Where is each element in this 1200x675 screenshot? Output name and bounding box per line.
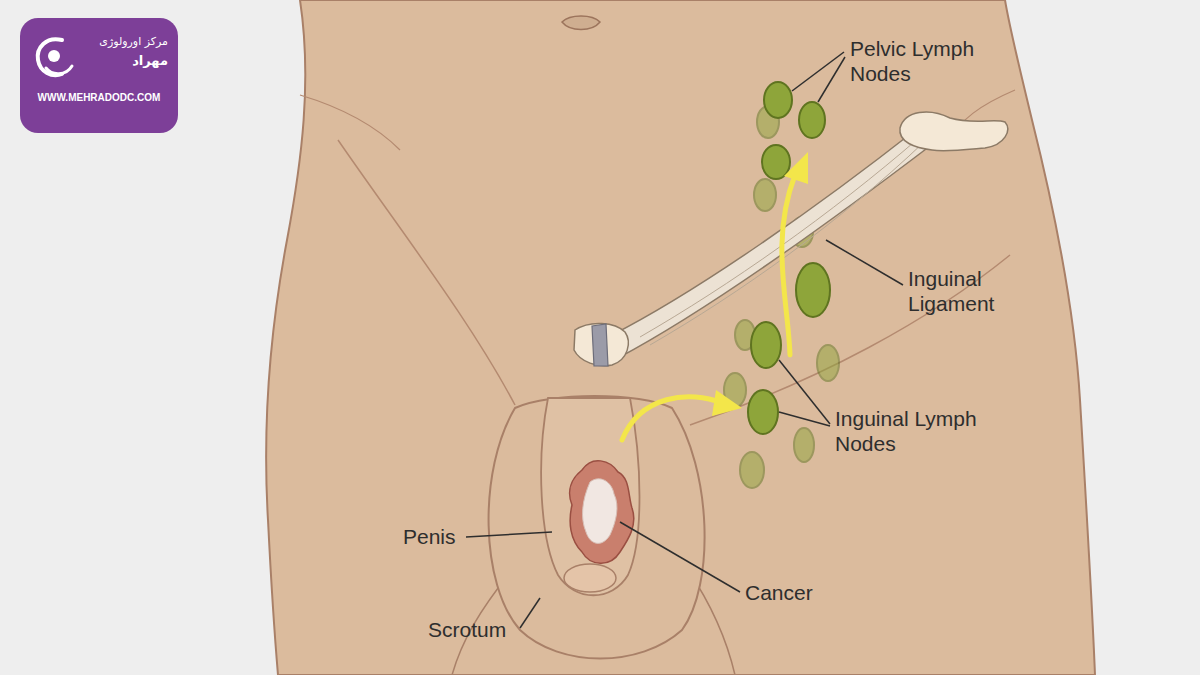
genitals: [489, 396, 705, 659]
lymph-node: [751, 322, 781, 368]
arrow-head: [712, 390, 742, 416]
scrotum: [489, 396, 705, 659]
lymph-node: [748, 390, 778, 434]
lymph-node: [794, 428, 814, 462]
leader-line: [466, 532, 552, 537]
part-label: Cancer: [745, 580, 813, 605]
tumor: [570, 461, 634, 564]
lymph-node: [817, 345, 839, 381]
pelvic-bones: [574, 112, 1008, 366]
lymph-nodes: [724, 82, 839, 488]
crease: [300, 95, 400, 150]
torso: [266, 0, 1095, 675]
lymph-node: [799, 102, 825, 138]
iliac-bone: [900, 112, 1008, 151]
logo-name: مهراد: [76, 51, 168, 71]
leader-line: [620, 522, 740, 592]
logo-badge: مرکز اورولوژیمهراد WWW.MEHRADODC.COM: [20, 18, 178, 133]
logo-icon: [32, 32, 76, 82]
logo-name: مرکز اورولوژی: [76, 34, 168, 51]
lymph-node: [740, 452, 764, 488]
crease: [338, 140, 515, 405]
leader-line: [779, 412, 830, 426]
logo-dot: [48, 50, 60, 62]
leader-lines: [466, 52, 903, 628]
spread-arrow: [782, 175, 795, 355]
logo-url: WWW.MEHRADODC.COM: [30, 92, 168, 103]
body: [266, 0, 1095, 675]
navel: [562, 16, 600, 30]
leader-line: [826, 240, 903, 285]
leader-line: [818, 57, 845, 102]
part-label: Pelvic Lymph Nodes: [850, 36, 1000, 86]
inguinal-ligament: [612, 128, 930, 358]
lymph-node: [762, 145, 790, 179]
part-label: Inguinal Lymph Nodes: [835, 406, 995, 456]
logo-arc: [46, 66, 72, 74]
lymph-node: [764, 82, 792, 118]
glans: [564, 564, 616, 592]
spread-arrow: [622, 397, 722, 440]
pubic-bone: [574, 323, 628, 365]
lymph-node: [754, 179, 776, 211]
part-label: Scrotum: [428, 617, 506, 642]
arrow-head: [784, 152, 808, 184]
part-label: Inguinal Ligament: [908, 266, 1028, 316]
spread-arrows: [622, 152, 808, 440]
penis: [541, 398, 639, 595]
part-label: Penis: [403, 524, 456, 549]
leader-line: [520, 598, 540, 628]
lymph-node: [796, 263, 830, 317]
tumor-core: [583, 479, 617, 544]
pubic-symphysis: [592, 324, 608, 366]
